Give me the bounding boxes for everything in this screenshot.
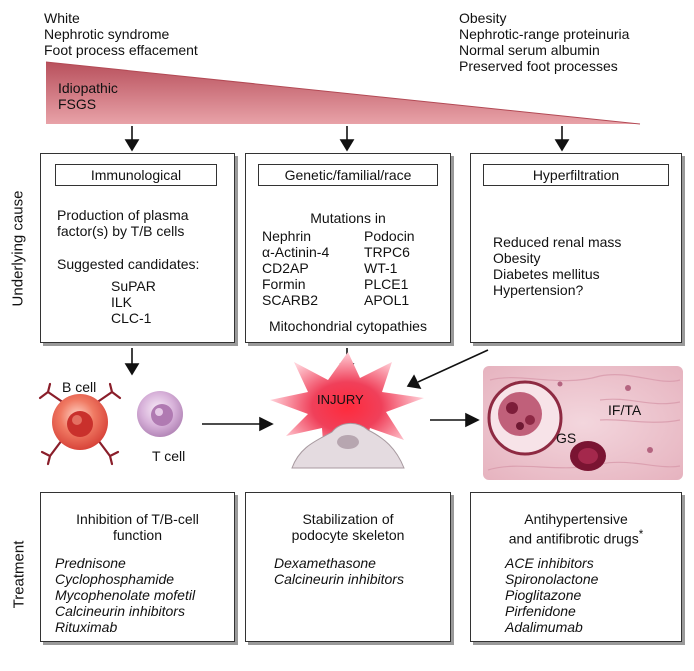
top-right-line: Nephrotic-range proteinuria xyxy=(459,26,630,42)
treatment-drugs: ACE inhibitors Spironolactone Pioglitazo… xyxy=(505,555,598,635)
gene-item: WT-1 xyxy=(364,260,398,276)
gene-item: α-Actinin-4 xyxy=(262,244,330,260)
drug-item: Calcineurin inhibitors xyxy=(55,603,185,619)
wedge-arrows xyxy=(124,126,570,152)
top-left-line: White xyxy=(44,10,80,26)
injury-histo-arrow xyxy=(430,412,480,428)
hyperfiltration-list: Reduced renal mass Obesity Diabetes mell… xyxy=(493,234,621,298)
side-label-treatment: Treatment xyxy=(10,540,28,609)
top-right-line: Normal serum albumin xyxy=(459,42,600,58)
text-line: factor(s) by T/B cells xyxy=(57,223,185,239)
mutations-label: Mutations in xyxy=(310,210,386,226)
top-right-features: Obesity Nephrotic-range proteinuria Norm… xyxy=(459,10,629,74)
text-line-main: and antifibrotic drugs xyxy=(508,530,639,547)
tcell-injury-arrow xyxy=(202,416,274,432)
top-right-line: Obesity xyxy=(459,10,507,26)
injury-label: INJURY xyxy=(317,392,364,407)
treatment-title: Stabilization of podocyte skeleton xyxy=(246,511,450,543)
candidate-item: CLC-1 xyxy=(111,310,152,326)
fsgs-wedge-outline xyxy=(45,61,641,125)
text-line: Antihypertensive xyxy=(524,511,628,527)
text-line: podocyte skeleton xyxy=(291,527,405,543)
histology-image xyxy=(483,366,683,480)
text-line: and antifibrotic drugs* xyxy=(471,527,681,547)
treatment-title: Antihypertensive and antifibrotic drugs* xyxy=(471,511,681,547)
t-cell-label: T cell xyxy=(152,448,186,464)
gs-label: GS xyxy=(556,430,577,446)
candidates-label: Suggested candidates: xyxy=(57,256,200,272)
cause-item: Diabetes mellitus xyxy=(493,266,600,282)
injury-burst xyxy=(270,352,424,469)
cause-box-genetic: Genetic/familial/race Mutations in Nephr… xyxy=(245,153,451,343)
drug-item: Cyclophosphamide xyxy=(55,571,175,587)
treatment-drugs: Dexamethasone Calcineurin inhibitors xyxy=(274,555,404,587)
wedge-label-line: Idiopathic xyxy=(58,80,118,96)
treatment-box-immuno: Inhibition of T/B-cell function Predniso… xyxy=(40,492,235,642)
cause-title: Hyperfiltration xyxy=(483,164,669,186)
plasma-factor-text: Production of plasma factor(s) by T/B ce… xyxy=(57,207,189,239)
treatment-box-antihypertensive: Antihypertensive and antifibrotic drugs*… xyxy=(470,492,682,642)
gene-item: Nephrin xyxy=(262,228,312,244)
cause-item: Obesity xyxy=(493,250,541,266)
drug-item: Mycophenolate mofetil xyxy=(55,587,196,603)
side-label-cause: Underlying cause xyxy=(9,190,27,307)
mutations-column-1: Nephrin α-Actinin-4 CD2AP Formin SCARB2 xyxy=(262,228,329,308)
treatment-title: Inhibition of T/B-cell function xyxy=(41,511,234,543)
mitochondrial-text: Mitochondrial cytopathies xyxy=(269,318,427,334)
text-line: function xyxy=(112,527,163,543)
treatment-drugs: Prednisone Cyclophosphamide Mycophenolat… xyxy=(55,555,195,635)
wedge-label: Idiopathic FSGS xyxy=(58,80,118,112)
gene-item: Podocin xyxy=(364,228,415,244)
drug-item: Prednisone xyxy=(55,555,126,571)
gene-item: SCARB2 xyxy=(262,292,319,308)
b-cell-illustration xyxy=(38,382,122,466)
cause-box-immunological: Immunological Production of plasma facto… xyxy=(40,153,235,343)
candidate-item: SuPAR xyxy=(111,278,156,294)
gene-item: Formin xyxy=(262,276,306,292)
gene-item: APOL1 xyxy=(364,292,410,308)
cause-item: Hypertension? xyxy=(493,282,584,298)
candidates-list: SuPAR ILK CLC-1 xyxy=(111,278,156,326)
wedge-label-line: FSGS xyxy=(58,96,97,112)
cause-title: Genetic/familial/race xyxy=(258,164,438,186)
top-right-line: Preserved foot processes xyxy=(459,58,618,74)
candidate-item: ILK xyxy=(111,294,133,310)
cause-item: Reduced renal mass xyxy=(493,234,622,250)
text-line: Inhibition of T/B-cell xyxy=(76,511,199,527)
drug-item: Pirfenidone xyxy=(505,603,576,619)
mutations-column-2: Podocin TRPC6 WT-1 PLCE1 APOL1 xyxy=(364,228,415,308)
drug-item: ACE inhibitors xyxy=(505,555,594,571)
drug-item: Pioglitazone xyxy=(505,587,582,603)
t-cell-illustration xyxy=(137,391,183,437)
top-left-line: Nephrotic syndrome xyxy=(44,26,170,42)
drug-item: Rituximab xyxy=(55,619,118,635)
cause-box-hyperfiltration: Hyperfiltration Reduced renal mass Obesi… xyxy=(470,153,682,343)
top-left-line: Foot process effacement xyxy=(44,42,198,58)
drug-item: Calcineurin inhibitors xyxy=(274,571,404,587)
text-line: Production of plasma xyxy=(57,207,189,223)
treatment-box-podocyte: Stabilization of podocyte skeleton Dexam… xyxy=(245,492,451,642)
text-line: Stabilization of xyxy=(302,511,394,527)
drug-item: Spironolactone xyxy=(505,571,599,587)
gene-item: PLCE1 xyxy=(364,276,409,292)
ifta-label: IF/TA xyxy=(608,402,642,418)
cause-title: Immunological xyxy=(55,164,217,186)
b-cell-label: B cell xyxy=(62,379,97,395)
gene-item: TRPC6 xyxy=(364,244,410,260)
drug-item: Adalimumab xyxy=(505,619,583,635)
top-left-features: White Nephrotic syndrome Foot process ef… xyxy=(44,10,198,58)
gene-item: CD2AP xyxy=(262,260,309,276)
drug-item: Dexamethasone xyxy=(274,555,376,571)
footnote-mark: * xyxy=(638,528,644,541)
